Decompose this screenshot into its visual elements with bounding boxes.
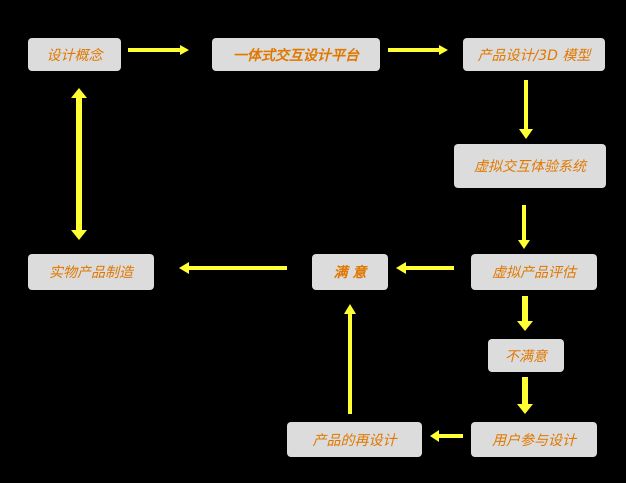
node-not-satisfied: 不满意 [488,339,564,372]
arrow-redesign-to-satisfied [344,304,356,414]
node-interactive-design-platform: 一体式交互设计平台 [212,38,380,71]
arrow-platform-to-3d [388,45,448,55]
arrow-experience-to-eval [518,205,530,249]
node-virtual-product-evaluation: 虚拟产品评估 [471,254,597,290]
arrow-3d-to-experience [519,80,533,139]
arrow-concept-to-platform [128,45,189,55]
arrow-satisfied-to-manufacturing [179,262,287,274]
arrow-concept-manufacturing-bidirectional [71,88,87,240]
arrow-eval-to-satisfied [396,262,454,274]
node-product-redesign: 产品的再设计 [287,422,422,457]
node-product-design-3d-model: 产品设计/3D 模型 [463,38,605,71]
arrow-eval-to-not-satisfied [517,296,533,331]
arrow-not-satisfied-to-user [517,377,533,414]
node-physical-manufacturing: 实物产品制造 [28,254,154,290]
arrow-user-to-redesign [430,430,463,442]
node-user-participation: 用户参与设计 [471,422,597,457]
node-virtual-interactive-experience: 虚拟交互体验系统 [454,144,606,188]
node-satisfied: 满 意 [312,254,388,290]
node-design-concept: 设计概念 [28,38,121,71]
